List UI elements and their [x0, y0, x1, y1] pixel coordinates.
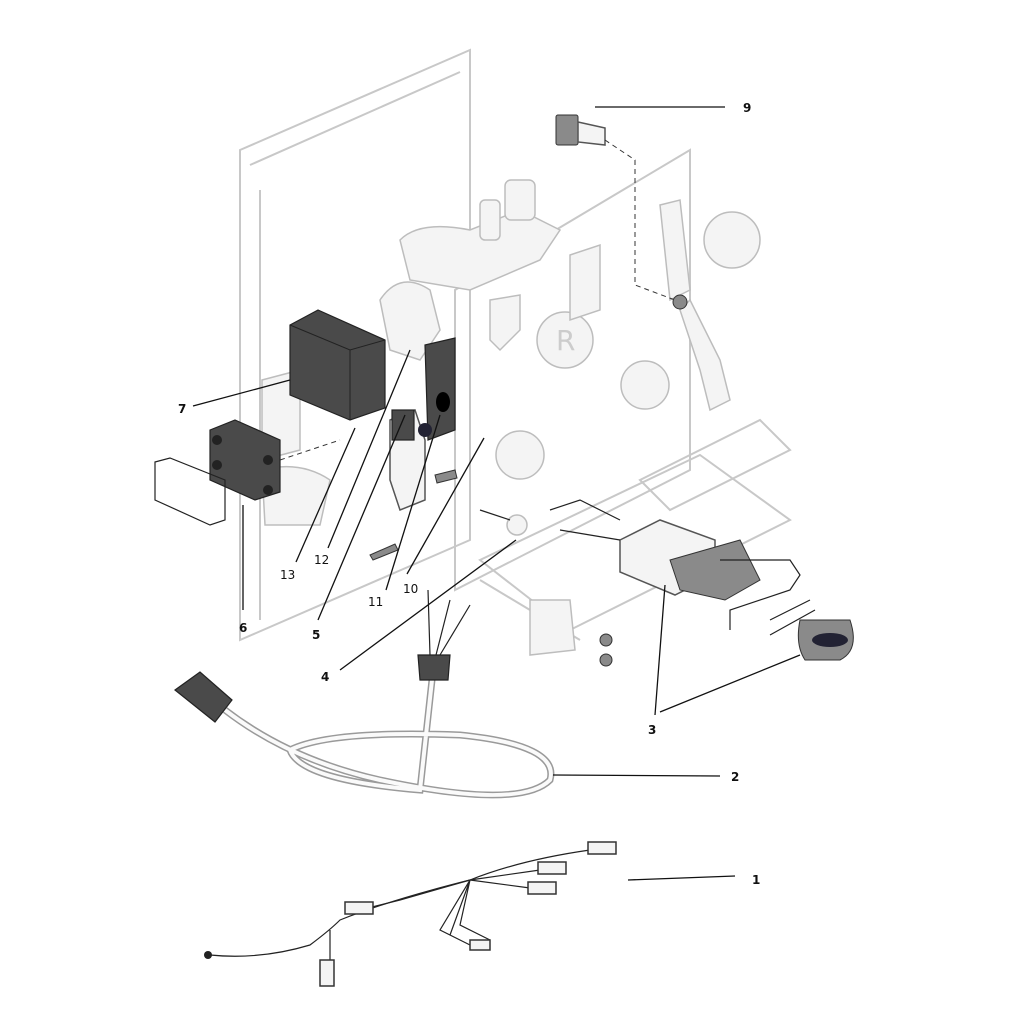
- callout-2: 2: [731, 770, 739, 784]
- svg-text:R: R: [556, 324, 575, 357]
- callout-12: 12: [314, 553, 329, 567]
- part-2-power-cord: [174, 589, 555, 799]
- leader-lines: [192, 106, 801, 881]
- part-3-electronic-module: [479, 499, 854, 667]
- part-9-pressure-switch: [555, 114, 688, 310]
- callout-1: 1: [752, 873, 760, 887]
- part-1-wiring-harness: [204, 841, 617, 987]
- part-6-terminal-block: [154, 419, 341, 526]
- callout-9: 9: [743, 101, 751, 115]
- callout-4: 4: [321, 670, 329, 684]
- callout-13: 13: [280, 568, 295, 582]
- callout-11: 11: [368, 595, 383, 609]
- callout-5: 5: [312, 628, 320, 642]
- callout-10: 10: [403, 582, 418, 596]
- callout-3: 3: [648, 723, 656, 737]
- callout-7: 7: [178, 402, 186, 416]
- callout-6: 6: [239, 621, 247, 635]
- part-7-control-box: [289, 309, 386, 421]
